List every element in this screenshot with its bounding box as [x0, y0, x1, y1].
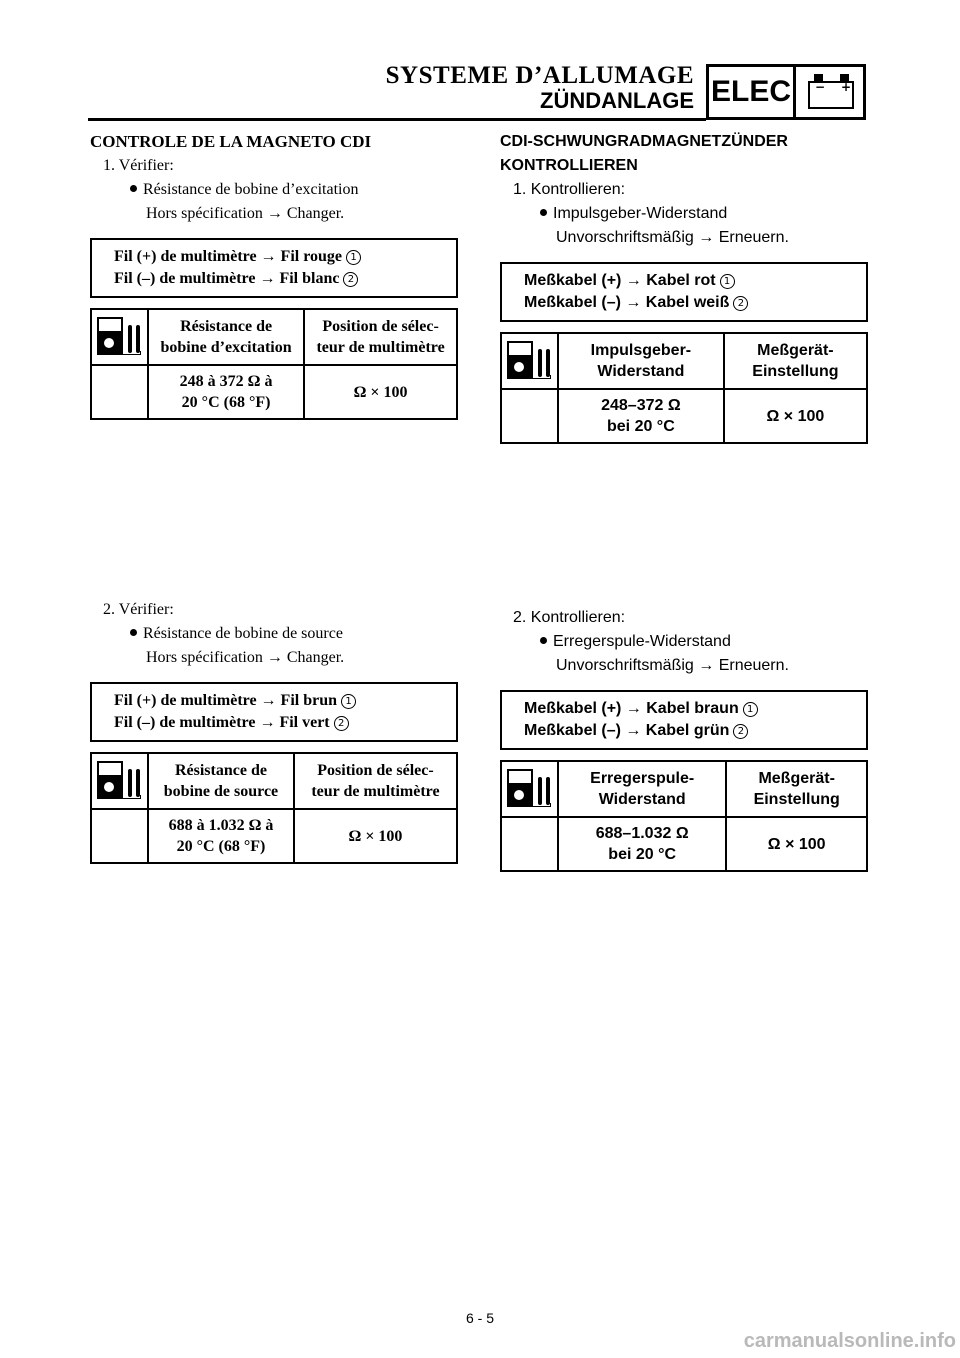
step2-item: Erregerspule-Widerstand — [500, 630, 870, 654]
header-title-de: ZÜNDANLAGE — [540, 88, 694, 113]
watermark: carmanualsonline.info — [743, 1330, 956, 1352]
french-column: CONTROLE DE LA MAGNETO CDI 1. Vérifier: … — [90, 130, 460, 864]
step1-item: Résistance de bobine d’excitation — [90, 178, 460, 202]
multimeter-icon — [96, 317, 143, 357]
table-header-selector: Meßgerät-Einstellung — [722, 332, 869, 390]
step2-action: Hors spécification → Changer. — [146, 649, 345, 666]
spec-table: Impulsgeber-Widerstand Meßgerät-Einstell… — [500, 332, 869, 444]
callout-number: 2 — [733, 724, 749, 739]
table-header-selector: Position de sélec-teur de multimètre — [303, 308, 458, 366]
multimeter-icon-cell — [500, 760, 559, 818]
elec-label: ELEC — [709, 67, 796, 117]
step1-action: Hors spécification → Changer. — [146, 205, 345, 222]
table-header-selector: Meßgerät-Einstellung — [725, 760, 868, 818]
step2-label: 2. Kontrollieren: — [513, 609, 626, 626]
section-badge: ELEC − + — [706, 64, 866, 120]
spec-table: Erregerspule-Widerstand Meßgerät-Einstel… — [500, 760, 868, 872]
step1-label: 1. Vérifier: — [103, 157, 174, 174]
battery-terminal-plus — [840, 74, 849, 81]
step1-item: Impulsgeber-Widerstand — [500, 202, 870, 226]
selector-value: Ω × 100 — [722, 388, 869, 444]
callout-number: 1 — [341, 694, 357, 709]
callout-number: 1 — [719, 274, 735, 289]
bullet-icon — [540, 209, 547, 216]
multimeter-icon — [96, 761, 143, 801]
callout-number: 1 — [742, 702, 758, 717]
step1-label: 1. Kontrollieren: — [513, 181, 626, 198]
multimeter-icon-cell — [90, 308, 149, 366]
table-header-resistance: Erregerspule-Widerstand — [556, 760, 728, 818]
callout-number: 2 — [733, 296, 749, 311]
selector-value: Ω × 100 — [725, 816, 868, 872]
callout-number: 2 — [343, 272, 359, 287]
bullet-icon — [130, 185, 137, 192]
step1-action: Unvorschriftsmäßig → Erneuern. — [556, 229, 789, 246]
step2-item: Résistance de bobine de source — [90, 622, 460, 646]
multimeter-icon — [506, 341, 553, 381]
callout-number: 1 — [346, 250, 362, 265]
callout-number: 2 — [333, 716, 349, 731]
bullet-icon — [130, 629, 137, 636]
battery-plus-sign: + — [841, 80, 852, 94]
step2-action: Unvorschriftsmäßig → Erneuern. — [556, 657, 789, 674]
battery-icon: − + — [796, 67, 863, 117]
battery-minus-sign: − — [815, 80, 826, 94]
battery-body — [808, 81, 854, 109]
selector-value: Ω × 100 — [292, 808, 459, 864]
multimeter-icon-cell — [500, 332, 559, 390]
section-title-fr: CONTROLE DE LA MAGNETO CDI — [90, 132, 372, 151]
multimeter-icon-cell — [90, 752, 149, 810]
table-header-selector: Position de sélec-teur de multimètre — [292, 752, 459, 810]
bullet-icon — [540, 637, 547, 644]
step2-label: 2. Vérifier: — [103, 601, 174, 618]
battery-terminal-minus — [814, 74, 823, 81]
header-rule — [88, 118, 706, 121]
selector-value: Ω × 100 — [303, 364, 458, 420]
page-number: 6 - 5 — [465, 1310, 494, 1326]
header-title-fr: SYSTEME D’ALLUMAGE — [385, 62, 694, 89]
table-header-resistance: Impulsgeber-Widerstand — [557, 332, 725, 390]
multimeter-icon — [506, 769, 553, 809]
